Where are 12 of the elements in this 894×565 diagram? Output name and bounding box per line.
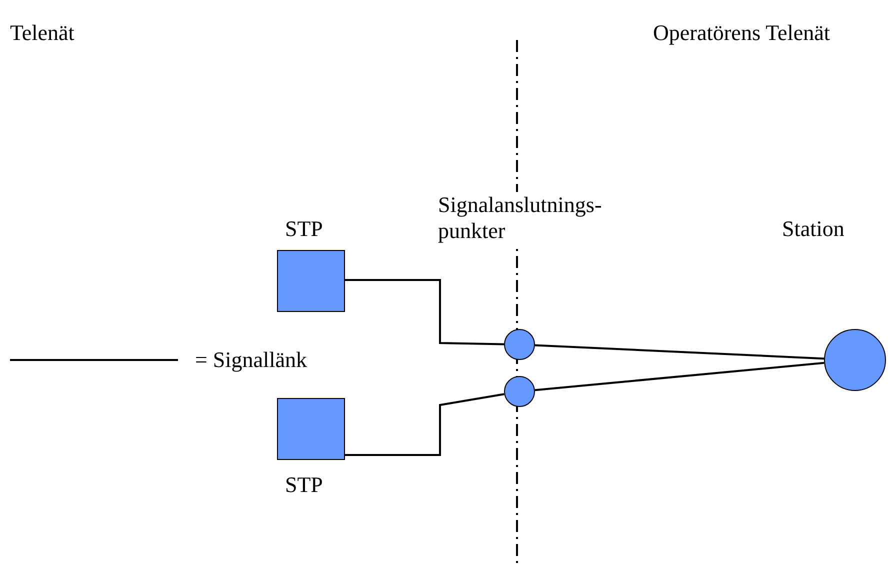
text-label: Operatörens Telenät xyxy=(653,20,830,46)
text-label: Telenät xyxy=(10,20,74,46)
signal-link-line xyxy=(345,279,504,346)
junction-circle xyxy=(504,329,535,360)
signal-link-line xyxy=(534,362,824,392)
legend-text: = Signallänk xyxy=(195,347,308,372)
signal-link-line xyxy=(345,393,504,456)
signal-link-line xyxy=(534,344,824,360)
node-label: STP xyxy=(285,472,323,498)
node-label: Station xyxy=(782,216,844,242)
node-label: STP xyxy=(285,216,323,242)
junction-circle xyxy=(504,376,535,407)
